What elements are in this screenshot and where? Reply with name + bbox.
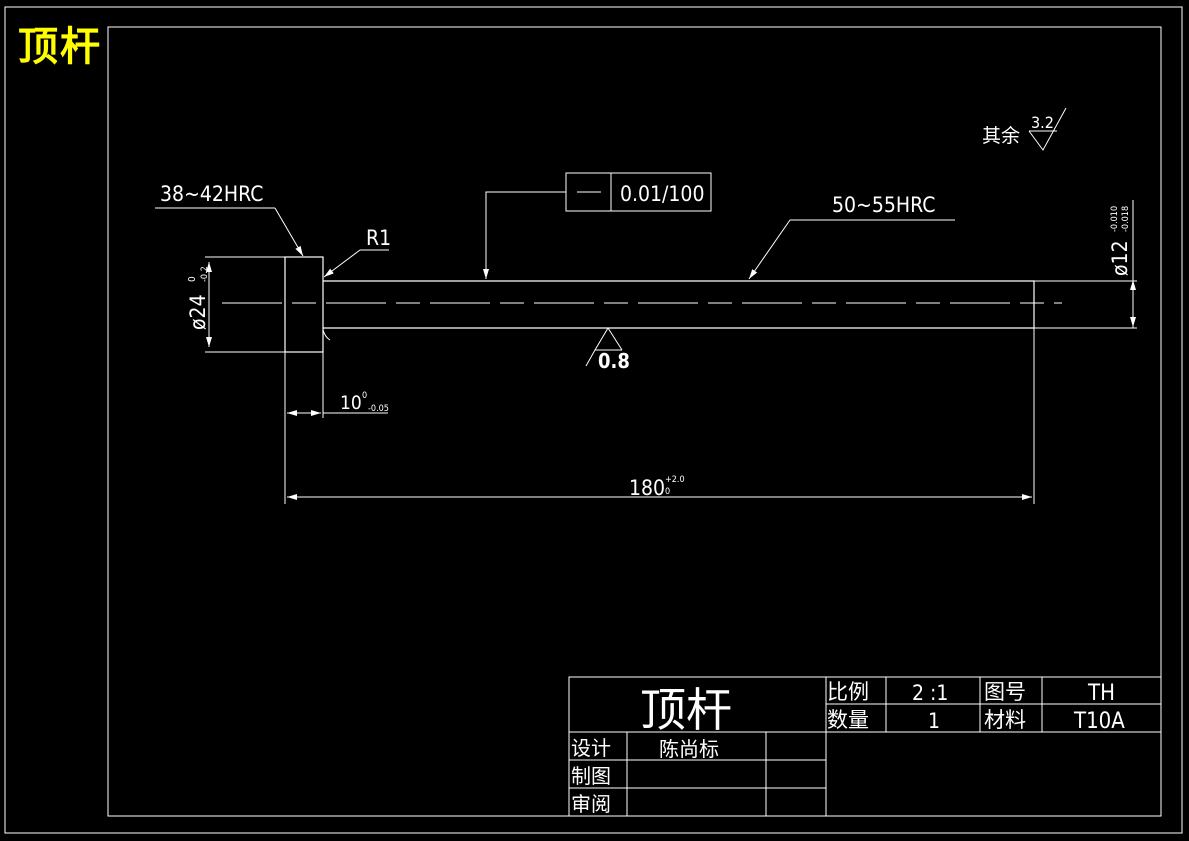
svg-text:制图: 制图 xyxy=(571,764,611,788)
svg-text:2 :1: 2 :1 xyxy=(912,681,948,705)
svg-text:38~42HRC: 38~42HRC xyxy=(160,182,263,206)
svg-text:材料: 材料 xyxy=(984,708,1026,732)
head-diameter-dimension: ø24 0 -0.2 xyxy=(186,256,285,353)
hardness-shaft-callout: 50~55HRC xyxy=(748,193,955,280)
surface-roughness-shaft: 0.8 xyxy=(585,327,630,373)
svg-text:0: 0 xyxy=(362,391,367,401)
svg-text:180: 180 xyxy=(629,476,665,500)
outer-frame xyxy=(4,6,1183,834)
svg-text:10: 10 xyxy=(340,392,362,414)
straightness-tolerance: 0.01/100 xyxy=(483,172,712,279)
svg-text:0: 0 xyxy=(187,276,198,282)
svg-text:R1: R1 xyxy=(366,226,391,250)
svg-text:数量: 数量 xyxy=(827,708,869,732)
svg-text:T10A: T10A xyxy=(1073,709,1125,734)
svg-text:设计: 设计 xyxy=(571,736,611,760)
svg-text:ø12: ø12 xyxy=(1108,240,1132,276)
svg-text:3.2: 3.2 xyxy=(1031,113,1054,132)
pin-shaft xyxy=(323,280,1035,329)
shaft-diameter-dimension: ø12 -0.010 -0.018 xyxy=(1034,200,1137,329)
svg-text:图号: 图号 xyxy=(984,680,1026,704)
svg-text:1: 1 xyxy=(928,709,940,733)
svg-text:0.01/100: 0.01/100 xyxy=(620,182,704,206)
svg-text:审阅: 审阅 xyxy=(571,792,611,816)
svg-text:-0.018: -0.018 xyxy=(1121,206,1131,232)
pin-head xyxy=(284,256,324,353)
svg-text:50~55HRC: 50~55HRC xyxy=(832,193,935,217)
svg-text:-0.05: -0.05 xyxy=(368,404,389,414)
surface-roughness-other: 其余 3.2 xyxy=(982,107,1067,151)
total-length-dimension: 180 +2.0 0 xyxy=(287,328,1035,504)
radius-callout: R1 xyxy=(323,226,391,278)
head-length-dimension: 10 0 -0.05 xyxy=(284,352,389,504)
title-block: 顶杆 比例 2 :1 图号 TH 数量 1 材料 T10A 设计 陈尚标 制图 … xyxy=(568,676,1162,817)
hardness-head-callout: 38~42HRC xyxy=(155,182,304,257)
svg-text:0.8: 0.8 xyxy=(598,349,630,373)
svg-text:TH: TH xyxy=(1087,681,1115,706)
svg-text:0: 0 xyxy=(665,487,670,497)
svg-text:-0.2: -0.2 xyxy=(200,266,210,282)
corner-title: 顶杆 xyxy=(18,23,102,70)
title-block-name: 顶杆 xyxy=(640,683,732,737)
svg-text:-0.010: -0.010 xyxy=(1110,206,1120,232)
svg-text:ø24: ø24 xyxy=(186,294,210,330)
svg-text:+2.0: +2.0 xyxy=(665,475,685,485)
svg-text:陈尚标: 陈尚标 xyxy=(659,737,719,761)
svg-text:比例: 比例 xyxy=(827,680,869,704)
fillet-r1 xyxy=(322,329,331,341)
svg-text:其余: 其余 xyxy=(982,125,1020,147)
